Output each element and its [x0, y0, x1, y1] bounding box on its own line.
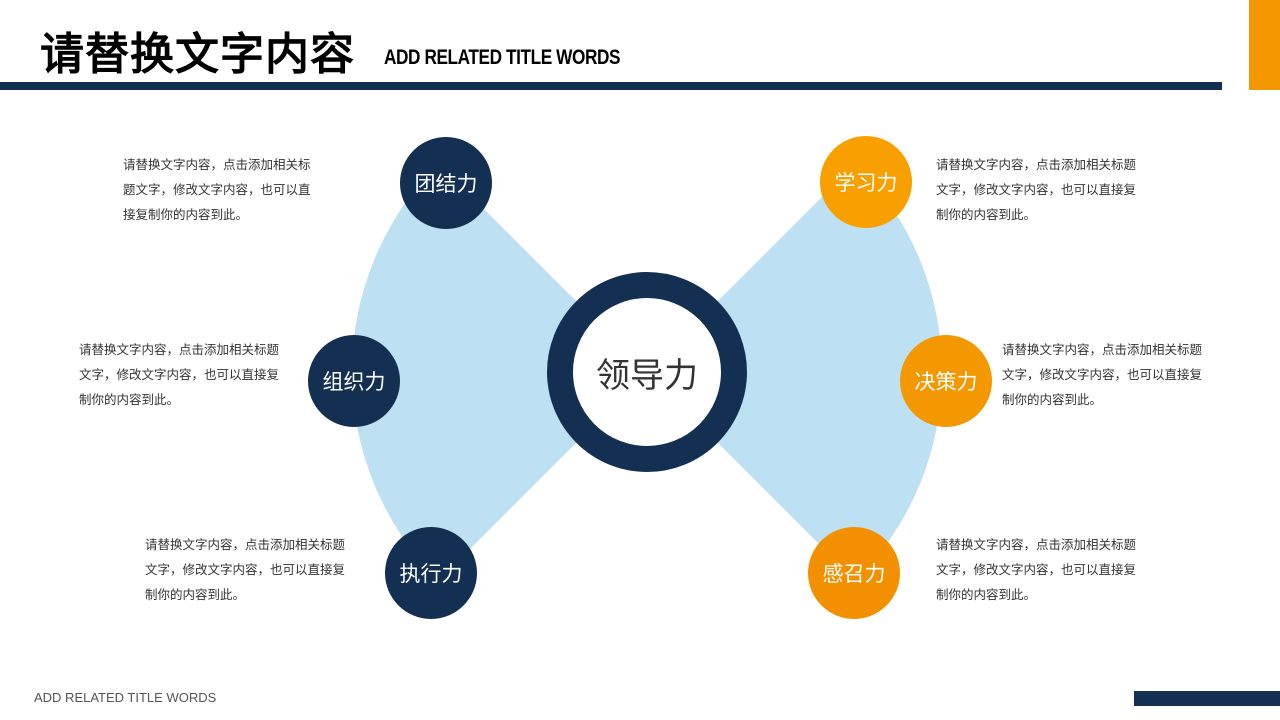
description-decision: 请替换文字内容，点击添加相关标题文字，修改文字内容，也可以直接复制你的内容到此。	[1002, 337, 1202, 412]
node-organization: 组织力	[308, 335, 400, 427]
desc-line: 制你的内容到此。	[79, 392, 180, 407]
desc-line: 请替换文字内容，点击添加相关标	[123, 157, 311, 172]
node-execution: 执行力	[385, 527, 477, 619]
corner-accent-bar	[1249, 0, 1280, 90]
desc-line: 请替换文字内容，点击添加相关标题	[1002, 342, 1203, 357]
desc-line: 制你的内容到此。	[1002, 392, 1103, 407]
desc-line: 文字，修改文字内容，也可以直接复	[145, 562, 346, 577]
node-decision: 决策力	[900, 335, 992, 427]
desc-line: 文字，修改文字内容，也可以直接复	[936, 182, 1137, 197]
desc-line: 文字，修改文字内容，也可以直接复	[79, 367, 280, 382]
node-label: 决策力	[914, 370, 978, 394]
footer-accent-bar	[1134, 691, 1280, 706]
desc-line: 请替换文字内容，点击添加相关标题	[79, 342, 280, 357]
desc-line: 文字，修改文字内容，也可以直接复	[936, 562, 1137, 577]
page-subtitle: ADD RELATED TITLE WORDS	[384, 46, 621, 69]
desc-line: 请替换文字内容，点击添加相关标题	[145, 537, 346, 552]
center-ring: 领导力	[547, 272, 747, 472]
node-unity: 团结力	[400, 137, 492, 229]
node-label: 执行力	[399, 562, 463, 586]
description-learning: 请替换文字内容，点击添加相关标题文字，修改文字内容，也可以直接复制你的内容到此。	[936, 152, 1136, 227]
desc-line: 制你的内容到此。	[936, 587, 1037, 602]
node-influence: 感召力	[808, 527, 900, 619]
desc-line: 接复制你的内容到此。	[123, 207, 249, 222]
node-label: 团结力	[414, 172, 478, 196]
desc-line: 文字，修改文字内容，也可以直接复	[1002, 367, 1203, 382]
right-fan	[647, 163, 943, 581]
node-label: 感召力	[822, 562, 886, 586]
left-fan	[351, 163, 647, 581]
description-execution: 请替换文字内容，点击添加相关标题文字，修改文字内容，也可以直接复制你的内容到此。	[145, 532, 345, 607]
node-label: 学习力	[834, 171, 898, 195]
desc-line: 制你的内容到此。	[936, 207, 1037, 222]
header-divider	[0, 82, 1222, 90]
desc-line: 请替换文字内容，点击添加相关标题	[936, 157, 1137, 172]
desc-line: 请替换文字内容，点击添加相关标题	[936, 537, 1137, 552]
desc-line: 制你的内容到此。	[145, 587, 246, 602]
desc-line: 题文字，修改文字内容，也可以直	[123, 182, 311, 197]
node-learning: 学习力	[820, 136, 912, 228]
center-label: 领导力	[596, 355, 698, 396]
description-influence: 请替换文字内容，点击添加相关标题文字，修改文字内容，也可以直接复制你的内容到此。	[936, 532, 1136, 607]
description-organization: 请替换文字内容，点击添加相关标题文字，修改文字内容，也可以直接复制你的内容到此。	[79, 337, 279, 412]
description-unity: 请替换文字内容，点击添加相关标题文字，修改文字内容，也可以直接复制你的内容到此。	[123, 152, 311, 227]
page-title: 请替换文字内容	[40, 29, 355, 80]
node-label: 组织力	[322, 370, 386, 394]
footer-text: ADD RELATED TITLE WORDS	[34, 690, 217, 705]
